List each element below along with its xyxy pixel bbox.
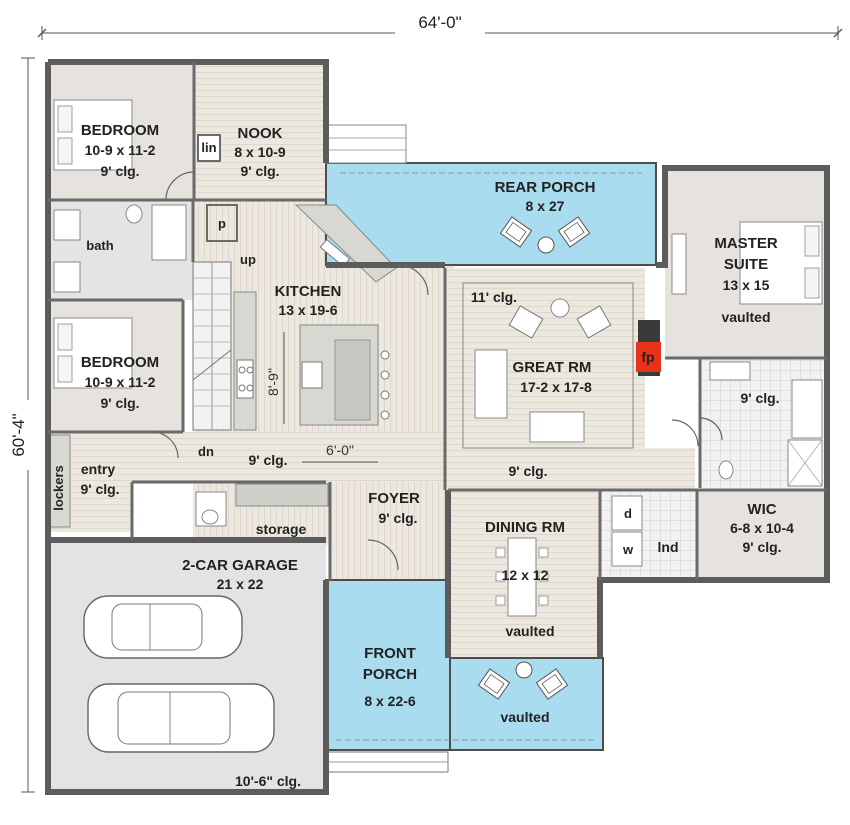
porch-chair — [535, 668, 569, 700]
rear-porch-size: 8 x 27 — [526, 198, 565, 214]
room-foyer: FOYER 9' clg. — [368, 490, 420, 526]
porch-chair — [477, 668, 511, 700]
island-depth: 8'-9" — [265, 368, 281, 396]
kitchen-island — [299, 324, 390, 426]
bedroom-2-ceiling: 9' clg. — [100, 395, 139, 411]
walls — [45, 59, 830, 795]
master-name-1: MASTER — [714, 235, 778, 252]
bedroom-1-ceiling: 9' clg. — [100, 163, 139, 179]
storage-label: storage — [256, 521, 307, 537]
bedroom-1-name: BEDROOM — [81, 122, 159, 139]
garage-size: 21 x 22 — [217, 576, 264, 592]
foyer-ceiling: 9' clg. — [378, 510, 417, 526]
master-name-2: SUITE — [724, 256, 768, 273]
dining-size: 12 x 12 — [502, 567, 549, 583]
room-entry: entry 9' clg. lockers — [51, 461, 120, 511]
front-porch: FRONT PORCH 8 x 22-6 vaulted — [325, 579, 604, 773]
width-dimension: 64'-0" — [37, 10, 843, 40]
bed-master — [671, 221, 823, 305]
kitchen-counter — [233, 204, 397, 431]
bath-label: bath — [86, 238, 114, 253]
linen-label: lin — [201, 140, 216, 155]
room-dining: DINING RM 12 x 12 vaulted — [485, 519, 565, 639]
wic-size: 6-8 x 10-4 — [730, 520, 794, 536]
dryer-label: d — [624, 506, 632, 521]
room-bedroom-2: BEDROOM 10-9 x 11-2 9' clg. — [81, 354, 159, 411]
width-label: 64'-0" — [418, 13, 461, 32]
room-master-suite: MASTER SUITE 13 x 15 vaulted — [714, 235, 778, 325]
rear-steps — [325, 124, 407, 164]
bed-front-bedroom — [53, 317, 133, 389]
master-ceiling: vaulted — [721, 309, 770, 325]
porch-table — [515, 661, 533, 679]
rear-porch: REAR PORCH 8 x 27 — [325, 162, 657, 266]
depth-label: 60'-4" — [9, 413, 28, 456]
bedroom-1-size: 10-9 x 11-2 — [85, 142, 156, 158]
great-room-furniture — [462, 282, 634, 449]
rear-porch-name: REAR PORCH — [495, 179, 596, 196]
washer-label: w — [622, 542, 634, 557]
front-porch-ceiling: vaulted — [500, 709, 549, 725]
nook-name: NOOK — [238, 125, 283, 142]
garage-name: 2-CAR GARAGE — [182, 557, 298, 574]
porch-table — [537, 236, 555, 254]
dining-ceiling: vaulted — [505, 623, 554, 639]
bedroom-2-size: 10-9 x 11-2 — [85, 374, 156, 390]
porch-chair — [557, 216, 591, 248]
great-room-ceiling: 11' clg. — [471, 289, 517, 305]
storage-shelves — [195, 483, 329, 527]
bedroom-2-name: BEDROOM — [81, 354, 159, 371]
lockers-label: lockers — [51, 465, 66, 511]
depth-dimension: 60'-4" — [9, 57, 36, 793]
room-laundry: d w lnd — [622, 506, 679, 557]
room-garage: 2-CAR GARAGE 21 x 22 10'-6" clg. — [182, 557, 301, 789]
stairs-up-label: up — [240, 252, 256, 267]
dining-name: DINING RM — [485, 519, 565, 536]
master-bath-fixtures — [709, 361, 823, 487]
front-porch-size: 8 x 22-6 — [364, 693, 416, 709]
garage-car-2 — [87, 683, 275, 753]
wic-ceiling: 9' clg. — [742, 539, 781, 555]
island-width: 6'-0" — [326, 442, 354, 458]
master-size: 13 x 15 — [723, 277, 770, 293]
wic-name: WIC — [747, 501, 776, 518]
stairs-down-label: dn — [198, 444, 214, 459]
room-great-room: 11' clg. GREAT RM 17-2 x 17-8 — [471, 289, 592, 395]
porch-chair — [499, 216, 533, 248]
hall-ceiling: 9' clg. — [508, 463, 547, 479]
room-nook: NOOK 8 x 10-9 9' clg. — [234, 125, 286, 179]
kitchen-name: KITCHEN — [275, 283, 342, 300]
room-bedroom-1: BEDROOM 10-9 x 11-2 9' clg. — [81, 122, 159, 179]
entry-ceiling: 9' clg. — [80, 481, 119, 497]
staircase — [192, 261, 232, 431]
entry-name: entry — [81, 461, 115, 477]
foyer-name: FOYER — [368, 490, 420, 507]
garage-ceiling: 10'-6" clg. — [235, 773, 301, 789]
great-room-size: 17-2 x 17-8 — [520, 379, 592, 395]
pantry-label: p — [218, 216, 226, 231]
laundry-fixtures — [611, 495, 643, 567]
garage-car-1 — [83, 595, 243, 659]
nook-ceiling: 9' clg. — [240, 163, 279, 179]
kitchen-size: 13 x 19-6 — [278, 302, 337, 318]
room-kitchen: KITCHEN 13 x 19-6 8'-9" 6'-0" 9' clg. — [248, 283, 378, 468]
doors — [151, 171, 723, 571]
dining-table — [495, 537, 549, 617]
fireplace: fp — [636, 320, 661, 376]
laundry-label: lnd — [658, 539, 679, 555]
room-wic: WIC 6-8 x 10-4 9' clg. — [730, 501, 794, 555]
great-room-name: GREAT RM — [513, 359, 592, 376]
bath-fixtures — [53, 204, 187, 293]
nook-size: 8 x 10-9 — [234, 144, 286, 160]
kitchen-ceiling: 9' clg. — [248, 452, 287, 468]
front-porch-name-1: FRONT — [364, 645, 416, 662]
front-porch-name-2: PORCH — [363, 666, 417, 683]
bed-rear-bedroom — [53, 99, 133, 171]
fireplace-label: fp — [641, 349, 654, 365]
master-bath-ceiling: 9' clg. — [740, 390, 779, 406]
